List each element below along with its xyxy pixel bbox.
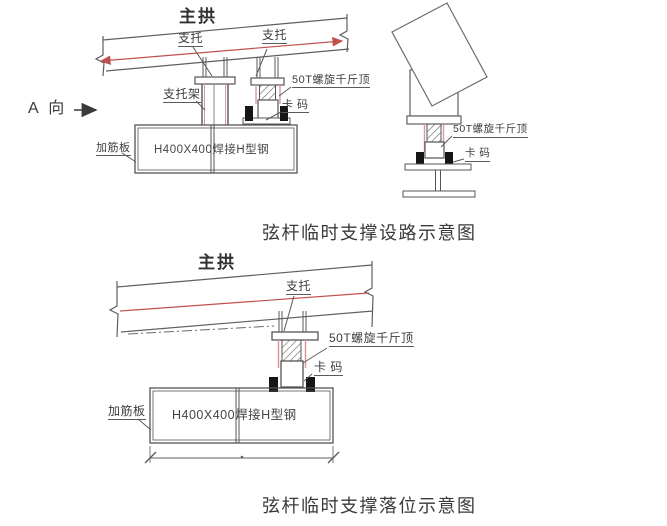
clamp-label-bottom: 卡 码 (314, 360, 343, 377)
jack-label-side: 50T螺旋千斤顶 (453, 123, 528, 138)
clamp-label-top: 卡 码 (282, 99, 309, 114)
main-arch-band-bottom (108, 261, 374, 338)
clamp-block (306, 377, 315, 392)
screw-jack-top (242, 57, 291, 125)
tilted-chord-section (391, 2, 488, 107)
leader-lines-top (121, 46, 292, 163)
dimension-line (144, 446, 340, 464)
clamp-block (416, 152, 424, 165)
jack-label-top: 50T螺旋千斤顶 (292, 74, 370, 89)
i-beam (402, 163, 476, 198)
stiffener-label-bottom: 加筋板 (108, 404, 146, 421)
view-direction-label: A 向 (28, 100, 68, 117)
h-beam-box-bottom (149, 387, 334, 444)
jack-label-bottom: 50T螺旋千斤顶 (329, 331, 414, 348)
leader-lines-side (440, 135, 465, 163)
clamp-block (280, 106, 288, 121)
caption-bottom: 弦杆临时支撑落位示意图 (262, 496, 477, 516)
main-arch-label: 主拱 (179, 7, 217, 26)
stiffener-label-top: 加筋板 (96, 142, 131, 157)
support-label-2: 支托 (262, 28, 288, 45)
clamp-block (245, 106, 253, 121)
support-label-1: 支托 (178, 31, 204, 48)
clamp-label-side: 卡 码 (465, 147, 491, 162)
clamp-block (269, 377, 278, 392)
arch-axis-red-bottom (119, 292, 370, 312)
beam-label-top: H400X400焊接H型钢 (154, 144, 270, 156)
main-arch-label-bottom: 主拱 (198, 253, 236, 272)
clamp-block (445, 152, 453, 165)
arch-centerline-dashed (127, 325, 275, 335)
screw-jack-bottom (269, 311, 319, 392)
beam-label-bottom: H400X400焊接H型钢 (172, 408, 297, 422)
support-frame-label: 支托架 (163, 87, 201, 104)
support-frame (194, 57, 236, 125)
support-label-bottom: 支托 (286, 279, 312, 296)
leader-lines-bottom (137, 295, 328, 431)
arch-axis-red-arrow (99, 37, 344, 65)
side-view (391, 2, 488, 198)
caption-top: 弦杆临时支撑设路示意图 (262, 223, 477, 243)
h-beam-box-top (134, 124, 298, 174)
main-arch-band-top (94, 14, 350, 77)
